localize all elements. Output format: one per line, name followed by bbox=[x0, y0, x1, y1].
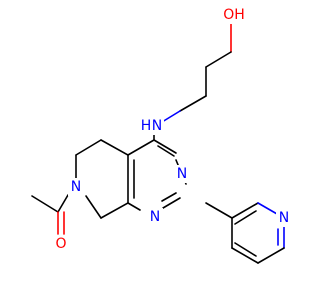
atom-label-h: H bbox=[141, 118, 152, 134]
bond-py-1 bbox=[231, 202, 259, 219]
bond-n7-cacyl bbox=[57, 194, 69, 213]
atom-label-n7: N bbox=[71, 179, 81, 195]
bond-n7-c8 bbox=[85, 195, 102, 219]
bond-py-1-double bbox=[234, 210, 257, 225]
bonds bbox=[31, 23, 285, 264]
atom-npy: N bbox=[276, 209, 292, 227]
atom-o-carbonyl: O bbox=[53, 235, 69, 253]
bond-py-4 bbox=[257, 247, 285, 264]
bond-c-nh bbox=[161, 110, 181, 123]
atom-oh: OH bbox=[222, 6, 246, 24]
atom-nh: H N bbox=[140, 117, 164, 135]
bond-c2-c3py bbox=[205, 202, 233, 219]
bond-chain-1 bbox=[205, 51, 232, 68]
bond-c4a-c4 bbox=[127, 139, 155, 156]
atom-n1: N bbox=[147, 208, 163, 226]
atom-label-n-amine: N bbox=[152, 118, 162, 134]
atom-label-n1: N bbox=[150, 209, 160, 225]
atom-label-n3: N bbox=[177, 166, 187, 182]
bond-c5-c6 bbox=[75, 139, 102, 156]
bond-c4a-c5 bbox=[100, 139, 129, 156]
atom-label-n-pyridine: N bbox=[279, 210, 289, 226]
atom-label-o-carbonyl: O bbox=[55, 236, 66, 252]
bond-c2-n1 bbox=[162, 197, 181, 209]
bond-c4-n3-double bbox=[157, 145, 175, 157]
atom-n7: N bbox=[68, 178, 84, 196]
atom-label-oh: OH bbox=[223, 7, 245, 23]
bond-chain-3 bbox=[179, 95, 207, 112]
atom-n3: N bbox=[174, 165, 190, 183]
bond-c2-n1-double bbox=[161, 192, 177, 202]
molecule-structure-diagram: OH H N N N N N O bbox=[31, 6, 292, 264]
bond-py-5 bbox=[231, 247, 259, 264]
bond-cacyl-methyl bbox=[31, 195, 59, 213]
bond-c8-c8a bbox=[100, 202, 129, 219]
bond-c4-n3 bbox=[153, 139, 177, 154]
bond-py-5-double bbox=[234, 242, 257, 257]
atom-labels: OH H N N N N N O bbox=[53, 6, 292, 253]
bond-n1-c8a bbox=[127, 202, 141, 211]
